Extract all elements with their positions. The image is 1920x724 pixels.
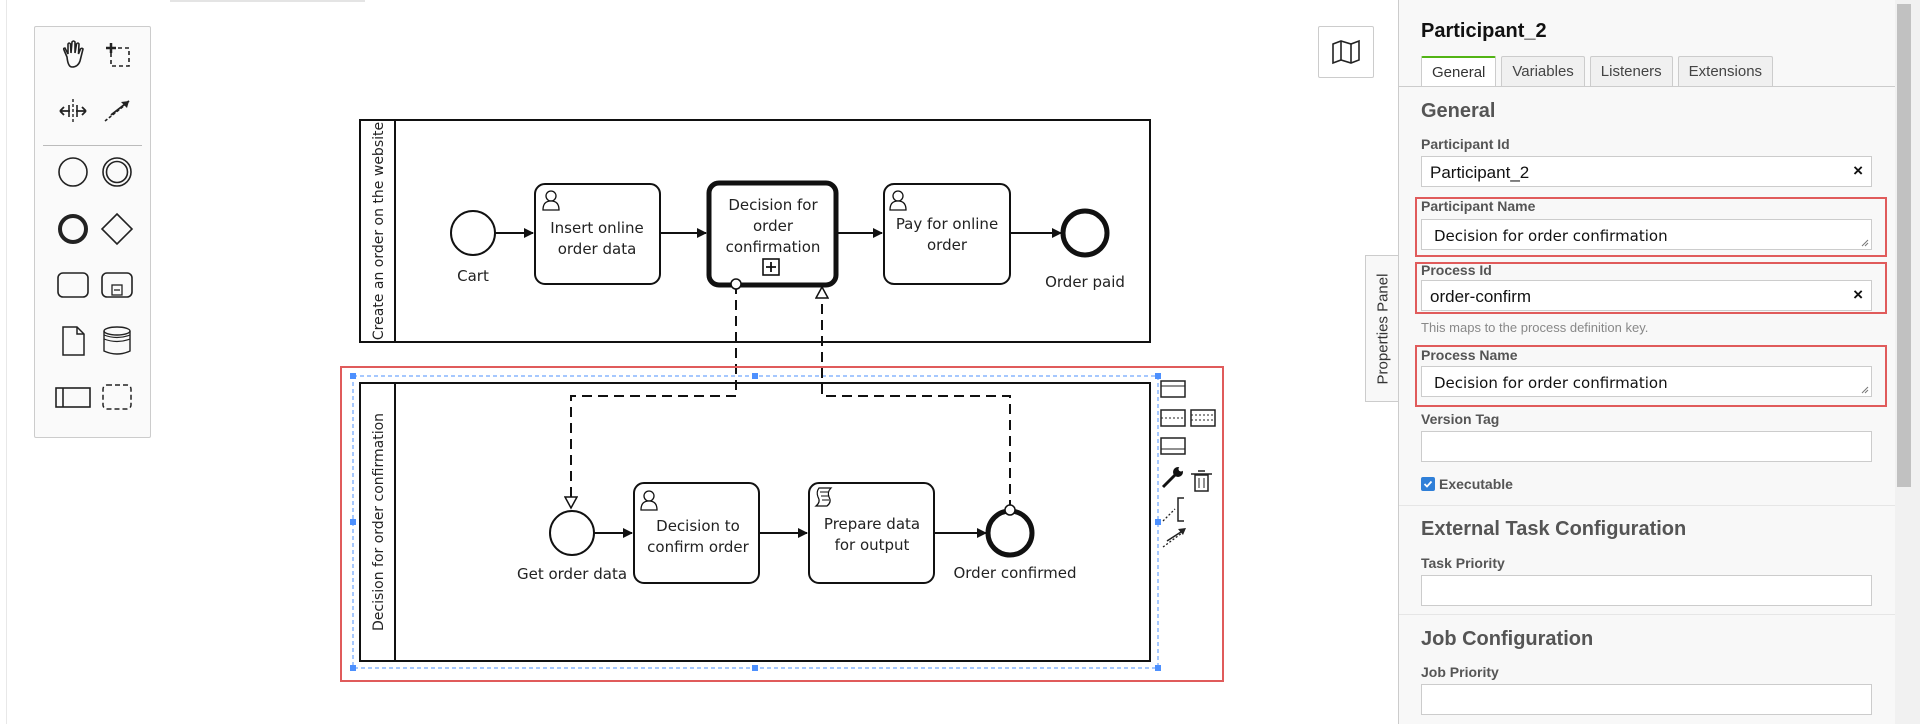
cart-label: Cart (457, 267, 489, 285)
section-job-title: Job Configuration (1421, 628, 1594, 650)
end-event-icon[interactable] (53, 209, 93, 249)
pool1-label: Create an order on the website (371, 122, 387, 340)
section-external-task-title: External Task Configuration (1421, 518, 1687, 540)
get-order-data-label: Get order data (517, 565, 627, 583)
lasso-icon[interactable] (97, 35, 137, 75)
group-icon[interactable] (97, 377, 137, 417)
lane-below-icon[interactable] (1160, 437, 1186, 455)
order-confirmed-label: Order confirmed (953, 564, 1076, 582)
executable-row[interactable]: Executable (1421, 476, 1513, 492)
user-task-icon (889, 190, 907, 211)
start-event-icon[interactable] (53, 152, 93, 192)
svg-text:Decision for: Decision for (728, 196, 818, 214)
map-icon (1332, 39, 1360, 65)
pool-icon[interactable] (53, 377, 93, 417)
task-pay-online-order[interactable]: Pay for online order (883, 183, 1011, 285)
context-pad[interactable] (1160, 380, 1216, 548)
lane-divide-three-icon[interactable] (1190, 409, 1216, 427)
subprocess-decision[interactable]: Decision for order confirmation (706, 180, 839, 288)
task-priority-label: Task Priority (1421, 555, 1505, 571)
svg-text:for output: for output (835, 536, 910, 554)
task-priority-field[interactable] (1421, 575, 1872, 606)
participant-id-label: Participant Id (1421, 136, 1510, 152)
task-insert-online-order[interactable]: Insert online order data (534, 183, 661, 285)
pool-decision[interactable]: Decision for order confirmation (359, 382, 1151, 662)
process-name-label: Process Name (1421, 347, 1518, 363)
pool2-label: Decision for order confirmation (371, 413, 387, 631)
data-store-icon[interactable] (97, 321, 137, 361)
space-tool-icon[interactable] (53, 91, 93, 131)
panel-title: Participant_2 (1421, 20, 1547, 42)
clear-process-id-icon[interactable]: × (1853, 285, 1863, 304)
participant-name-label: Participant Name (1421, 198, 1536, 214)
subprocess-icon[interactable] (97, 265, 137, 305)
top-divider (170, 0, 365, 2)
process-id-hint: This maps to the process definition key. (1421, 320, 1649, 335)
job-priority-label: Job Priority (1421, 664, 1499, 680)
resize-handles[interactable] (350, 373, 1161, 671)
start-event-cart[interactable] (450, 210, 496, 256)
tab-listeners[interactable]: Listeners (1589, 56, 1673, 86)
process-id-label: Process Id (1421, 262, 1492, 278)
svg-text:Prepare data: Prepare data (824, 515, 920, 533)
svg-text:confirm order: confirm order (647, 538, 749, 556)
script-task-icon (814, 487, 833, 507)
version-tag-field[interactable] (1421, 431, 1872, 462)
properties-panel: Participant_2 General Variables Listener… (1398, 0, 1896, 724)
job-priority-field[interactable] (1421, 684, 1872, 715)
panel-tabs: General Variables Listeners Extensions (1421, 56, 1778, 86)
svg-text:order: order (753, 217, 794, 235)
connect-icon[interactable] (1162, 528, 1186, 548)
pool-create-order[interactable]: Create an order on the website (359, 119, 1151, 343)
participant-name-field[interactable]: Decision for order confirmation (1421, 219, 1872, 250)
end-event-order-paid[interactable] (1060, 208, 1110, 258)
gateway-icon[interactable] (97, 209, 137, 249)
svg-text:Pay for online: Pay for online (896, 215, 998, 233)
order-paid-label: Order paid (1045, 273, 1125, 291)
tab-extensions[interactable]: Extensions (1677, 56, 1774, 86)
task-icon[interactable] (53, 265, 93, 305)
properties-panel-toggle[interactable]: Properties Panel (1365, 255, 1400, 402)
text-annotation-icon[interactable] (1162, 497, 1184, 522)
tab-general[interactable]: General (1421, 56, 1497, 86)
intermediate-event-icon[interactable] (97, 152, 137, 192)
resize-grip-icon[interactable] (1861, 386, 1869, 394)
executable-checkbox[interactable] (1421, 477, 1435, 491)
hand-tool-icon[interactable] (53, 35, 93, 75)
lane-divide-two-icon[interactable] (1160, 409, 1186, 427)
data-object-icon[interactable] (53, 321, 93, 361)
svg-text:order data: order data (558, 240, 637, 258)
section-general-title: General (1421, 100, 1496, 122)
message-flows[interactable] (571, 284, 1010, 510)
svg-text:Decision to: Decision to (656, 517, 740, 535)
process-id-field[interactable]: order-confirm × (1421, 280, 1872, 311)
tool-palette (34, 26, 151, 438)
tab-variables[interactable]: Variables (1501, 56, 1585, 86)
svg-text:confirmation: confirmation (726, 238, 821, 256)
participant-id-field[interactable]: Participant_2 × (1421, 156, 1872, 187)
collapsed-subprocess-icon (762, 258, 780, 276)
version-tag-label: Version Tag (1421, 411, 1500, 427)
process-name-field[interactable]: Decision for order confirmation (1421, 366, 1872, 397)
end-event-order-confirmed[interactable] (985, 508, 1035, 558)
svg-text:order: order (927, 236, 968, 254)
canvas-edge (6, 0, 7, 724)
start-event-get-order[interactable] (549, 510, 595, 556)
check-icon (1423, 480, 1433, 488)
trash-icon[interactable] (1191, 470, 1212, 492)
panel-scrollbar-thumb[interactable] (1897, 4, 1911, 487)
bpmn-diagram[interactable]: Create an order on the website Decision … (0, 0, 1360, 724)
clear-participant-id-icon[interactable]: × (1853, 161, 1863, 180)
lane-above-icon[interactable] (1160, 380, 1186, 398)
connect-tool-icon[interactable] (97, 91, 137, 131)
resize-grip-icon[interactable] (1861, 239, 1869, 247)
task-prepare-data[interactable]: Prepare data for output (808, 482, 935, 584)
svg-text:Insert online: Insert online (550, 219, 644, 237)
task-decision-to-confirm[interactable]: Decision to confirm order (633, 482, 760, 584)
wrench-icon[interactable] (1161, 466, 1184, 489)
minimap-toggle-button[interactable] (1318, 26, 1374, 78)
user-task-icon (542, 190, 560, 211)
